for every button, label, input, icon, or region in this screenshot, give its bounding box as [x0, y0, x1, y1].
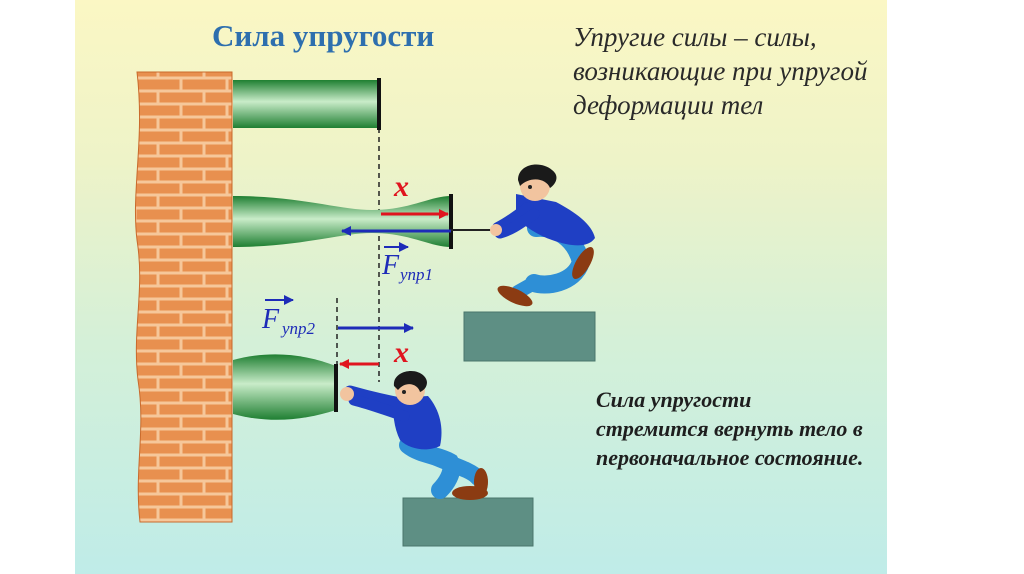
person-pulling — [490, 164, 595, 307]
rod-compressed — [233, 354, 336, 420]
force-label-2: F — [261, 304, 280, 335]
slide-title: Сила упругости — [212, 18, 435, 53]
note-line: первоначальное состояние. — [596, 445, 864, 470]
brick-wall — [134, 71, 233, 523]
force-label-1: F — [381, 250, 400, 281]
person-pushing — [340, 371, 488, 500]
extension-label: x — [393, 170, 409, 203]
note-line: Сила упругости — [596, 387, 752, 412]
rod-stretched — [233, 196, 451, 247]
stand-block-bottom — [402, 497, 534, 547]
note-text: Сила упругости стремится вернуть тело в … — [596, 385, 956, 472]
definition-line: возникающие при упругой — [573, 56, 868, 86]
elastic-force-diagram: x F упр1 F упр2 x — [134, 71, 596, 547]
force-subscript-1: упр1 — [398, 265, 433, 284]
slide-background: Сила упругости Упругие силы – силы, возн… — [75, 0, 887, 574]
compression-label: x — [393, 336, 409, 369]
definition-line: деформации тел — [573, 90, 764, 120]
rod-undeformed — [233, 80, 379, 128]
force-subscript-2: упр2 — [280, 319, 316, 338]
definition-line: Упругие силы – силы, — [573, 22, 817, 52]
note-line: стремится вернуть тело в — [596, 416, 863, 441]
stand-block-top — [463, 311, 596, 362]
definition-text: Упругие силы – силы, возникающие при упр… — [573, 20, 953, 122]
